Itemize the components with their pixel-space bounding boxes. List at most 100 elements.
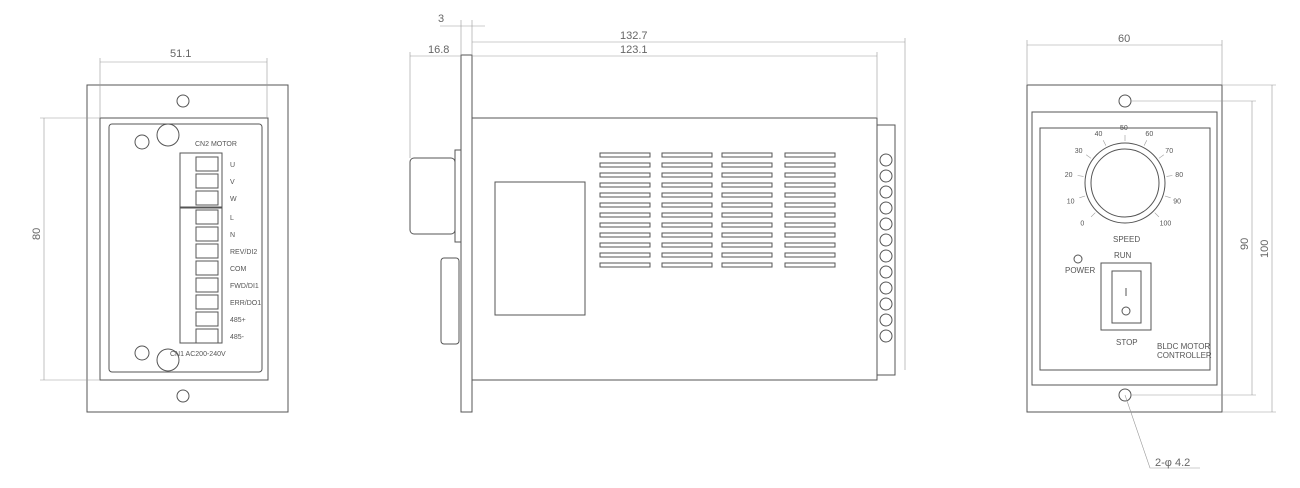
vent-slot — [661, 262, 713, 268]
vent-slot — [661, 222, 713, 228]
vent-slot — [599, 222, 651, 228]
power-switch — [440, 257, 460, 345]
terminal-slot — [195, 328, 219, 344]
dim-knob: 16.8 — [428, 44, 449, 56]
dial-label: 30 — [1075, 148, 1083, 155]
terminal-slot — [195, 243, 219, 259]
terminal-slot — [195, 277, 219, 293]
vent-slot — [784, 242, 836, 248]
vent-slot — [721, 212, 773, 218]
terminal-slot — [195, 226, 219, 242]
vent-slot — [721, 202, 773, 208]
vent-slot — [784, 262, 836, 268]
vent-slot — [721, 252, 773, 258]
terminal-screw — [879, 313, 893, 327]
terminal-screw — [879, 329, 893, 343]
vent-slot — [661, 182, 713, 188]
vent-slot — [661, 252, 713, 258]
terminal-label: V — [230, 179, 235, 186]
vent-slot — [784, 222, 836, 228]
vent-slot — [599, 242, 651, 248]
stop-label: STOP — [1116, 338, 1138, 347]
vent-slot — [599, 192, 651, 198]
dial-label: 90 — [1173, 198, 1181, 205]
vent-slot — [599, 152, 651, 158]
speed-label: SPEED — [1113, 235, 1140, 244]
vent-slot — [784, 192, 836, 198]
vent-slot — [661, 232, 713, 238]
dial-label: 0 — [1080, 221, 1084, 228]
cn2-label: CN2 MOTOR — [195, 141, 237, 148]
dial-label: 80 — [1175, 172, 1183, 179]
terminal-label: REV/DI2 — [230, 249, 257, 256]
vent-slot — [599, 182, 651, 188]
vent-slot — [599, 232, 651, 238]
ground-icon — [134, 134, 150, 150]
screw-icon — [156, 348, 180, 372]
vent-slot — [721, 172, 773, 178]
vent-slot — [599, 162, 651, 168]
vent-slot — [721, 192, 773, 198]
terminal-screw — [879, 201, 893, 215]
terminal-slot — [195, 311, 219, 327]
terminal-label: U — [230, 162, 235, 169]
terminal-label: FWD/DI1 — [230, 283, 259, 290]
vent-slot — [721, 162, 773, 168]
terminal-screw — [879, 297, 893, 311]
vent-slot — [784, 202, 836, 208]
terminal-screw — [879, 281, 893, 295]
run-stop-switch — [1111, 270, 1142, 324]
side-view: 3 132.7 123.1 16.8 — [409, 13, 906, 413]
vent-slot — [784, 162, 836, 168]
vent-slot — [784, 232, 836, 238]
dial-label: 40 — [1095, 131, 1103, 138]
dial-label: 50 — [1120, 125, 1128, 132]
vent-slot — [784, 252, 836, 258]
dial-label: 10 — [1067, 198, 1075, 205]
terminal-slot — [195, 260, 219, 276]
terminal-label: L — [230, 215, 234, 222]
vent-slot — [599, 202, 651, 208]
ground-icon — [134, 345, 150, 361]
terminal-screw — [879, 169, 893, 183]
dial-label: 60 — [1145, 131, 1153, 138]
dial-label: 70 — [1165, 148, 1173, 155]
product-line1: BLDC MOTOR — [1157, 342, 1210, 351]
terminal-screw — [879, 217, 893, 231]
power-led — [1073, 254, 1083, 264]
vent-slot — [721, 182, 773, 188]
vent-slot — [661, 192, 713, 198]
terminal-label: COM — [230, 266, 247, 273]
dim-width: 51.1 — [170, 48, 191, 60]
speed-dial — [1084, 142, 1166, 224]
terminal-screw — [879, 153, 893, 167]
terminal-screw — [879, 233, 893, 247]
terminal-screw — [879, 265, 893, 279]
terminal-label: 485- — [230, 334, 245, 341]
vent-slot — [721, 262, 773, 268]
vent-slot — [661, 242, 713, 248]
screw-icon — [156, 123, 180, 147]
vent-slot — [661, 152, 713, 158]
terminal-label: ERR/DO1 — [230, 300, 261, 307]
terminal-screw — [879, 249, 893, 263]
terminal-label: 485+ — [230, 317, 246, 324]
terminal-slot — [195, 209, 219, 225]
vent-slot — [599, 212, 651, 218]
cn1-label: CN1 AC200-240V — [170, 351, 226, 358]
terminal-slot — [195, 173, 219, 189]
dim-plate: 3 — [438, 13, 444, 25]
dial-label: 20 — [1065, 172, 1073, 179]
vent-slot — [661, 202, 713, 208]
terminal-slot — [195, 190, 219, 206]
terminal-label: N — [230, 232, 235, 239]
hole-callout: 2-φ 4.2 — [1155, 457, 1190, 469]
run-label: RUN — [1114, 251, 1132, 260]
speed-knob — [409, 157, 456, 235]
vent-slot — [784, 182, 836, 188]
terminal-slot — [195, 156, 219, 172]
dim-height: 100 — [1259, 240, 1271, 258]
